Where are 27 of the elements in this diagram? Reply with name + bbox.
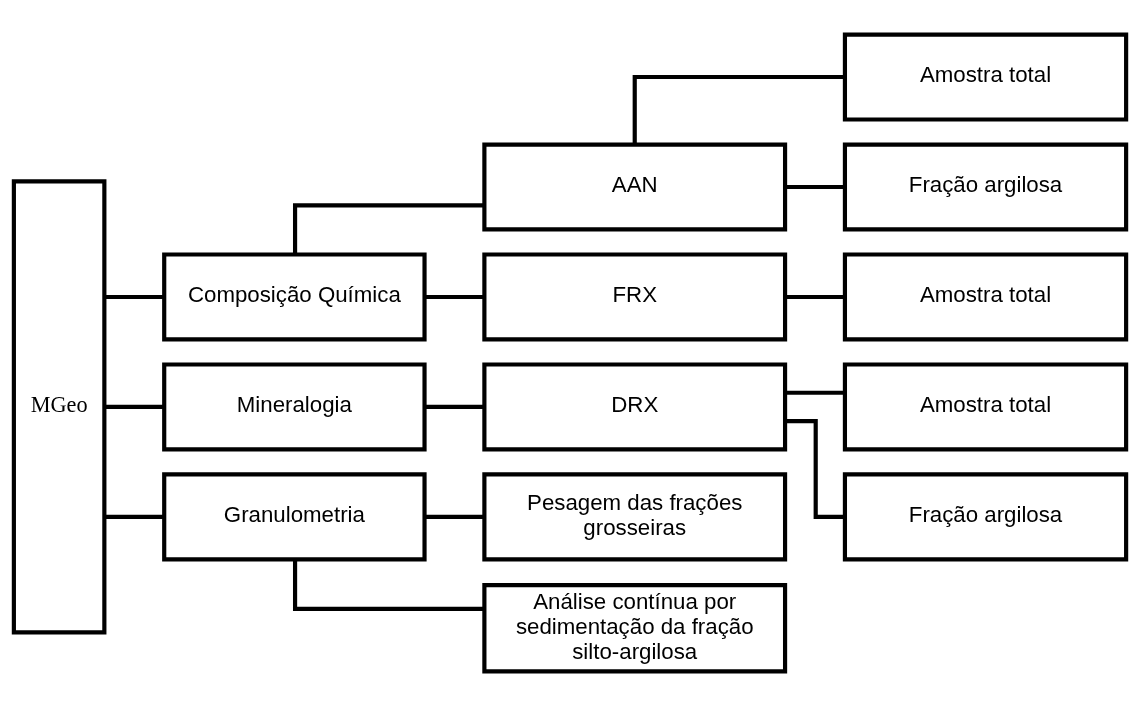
connector bbox=[632, 74, 845, 145]
connector bbox=[293, 203, 485, 255]
connector bbox=[104, 514, 164, 519]
connector bbox=[785, 184, 845, 190]
node-box: DRX bbox=[482, 362, 788, 452]
connector bbox=[785, 294, 845, 300]
connector bbox=[785, 419, 845, 519]
node-box: Composição Química bbox=[162, 252, 427, 342]
connector bbox=[425, 294, 484, 300]
node-box: Amostra total bbox=[842, 252, 1129, 342]
node-box: FRX bbox=[482, 252, 788, 342]
connector bbox=[425, 514, 484, 519]
node-box: Pesagem das frações grosseiras bbox=[482, 472, 788, 562]
connector bbox=[293, 559, 485, 611]
connector bbox=[104, 294, 164, 300]
node-box: MGeo bbox=[11, 179, 107, 635]
node-box: Fração argilosa bbox=[842, 142, 1129, 232]
connector bbox=[425, 404, 484, 410]
connector bbox=[104, 404, 164, 410]
node-box: AAN bbox=[482, 142, 788, 232]
node-box: Granulometria bbox=[162, 472, 427, 562]
connector bbox=[785, 390, 845, 395]
node-box: Amostra total bbox=[842, 362, 1129, 452]
node-box: Análise contínua por sedimentação da fração silto-argilosa bbox=[482, 583, 788, 674]
node-box: Amostra total bbox=[842, 32, 1129, 122]
node-box: Fração argilosa bbox=[842, 472, 1129, 562]
node-box: Mineralogia bbox=[162, 362, 427, 452]
